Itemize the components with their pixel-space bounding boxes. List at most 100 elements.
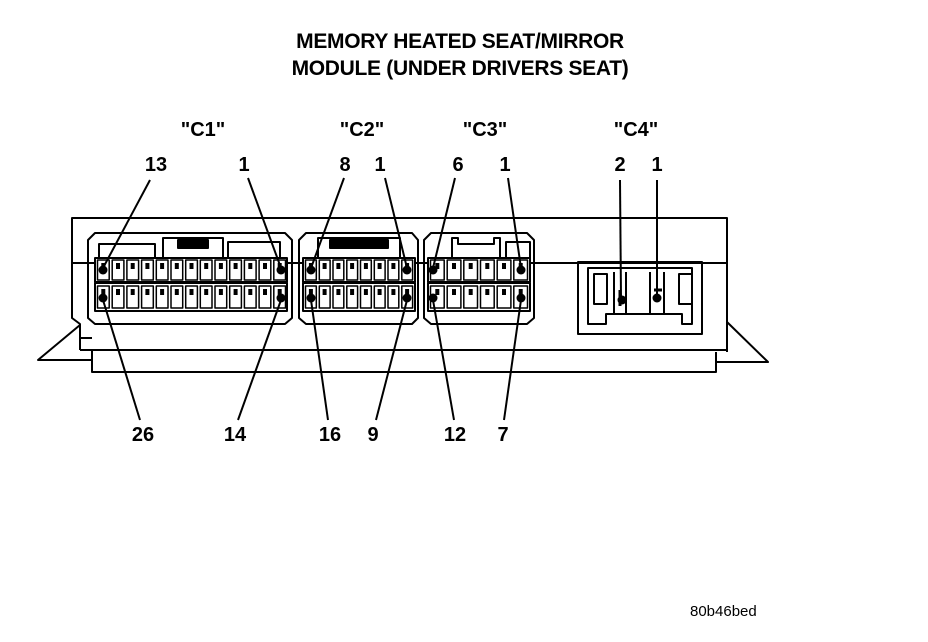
connector-c4 bbox=[577, 261, 703, 335]
diagram-title-line-2: MODULE (UNDER DRIVERS SEAT) bbox=[291, 57, 629, 80]
c1-cells-cavity bbox=[170, 259, 184, 281]
c2-cells-terminal bbox=[391, 289, 396, 295]
c3-cells-terminal bbox=[435, 289, 440, 295]
c2-cells-cavity bbox=[359, 285, 373, 309]
c2-pin-16-label: 16 bbox=[318, 424, 342, 446]
c4-pin-1-label: 1 bbox=[651, 154, 663, 176]
pin-dot bbox=[652, 293, 662, 303]
c1-cells-terminal bbox=[233, 263, 238, 269]
c1-cells-cavity bbox=[170, 285, 184, 309]
c3-cells-cavity bbox=[446, 285, 462, 309]
c2-cells-cavity bbox=[359, 259, 373, 281]
pin-leader-line bbox=[102, 299, 141, 421]
c1-cells-terminal bbox=[174, 289, 179, 295]
c1-cells-terminal bbox=[174, 263, 179, 269]
pin-dot bbox=[306, 293, 316, 303]
connector-c1 bbox=[87, 232, 293, 325]
c2-cells-cavity bbox=[346, 285, 359, 309]
c2-pin-8-label: 8 bbox=[339, 154, 351, 176]
pin-leader-line bbox=[384, 177, 408, 269]
c2-cells-terminal bbox=[363, 263, 368, 269]
module-housing bbox=[37, 217, 769, 373]
c1-cells-cavity bbox=[184, 259, 199, 281]
pin-leader-line bbox=[503, 299, 522, 421]
c1-cells-cavity bbox=[214, 259, 228, 281]
c3-cells-cavity bbox=[479, 285, 495, 309]
c2-cells-terminal bbox=[336, 289, 341, 295]
c1-cells-terminal bbox=[204, 289, 209, 295]
c1-cells-terminal bbox=[130, 263, 135, 269]
c2-cells-cavity bbox=[318, 285, 331, 309]
c1-cells-cavity bbox=[228, 259, 243, 281]
c3-cells-terminal bbox=[468, 289, 473, 295]
c1-cells-terminal bbox=[263, 263, 267, 269]
c1-cells-terminal bbox=[116, 289, 120, 295]
c2-pin-1-label: 1 bbox=[374, 154, 386, 176]
pin-dot bbox=[617, 295, 627, 305]
c2-cells-cavity bbox=[401, 259, 414, 281]
c1-cells-cavity bbox=[273, 285, 287, 309]
c2-pin-9-label: 9 bbox=[367, 424, 379, 446]
c3-cells-terminal bbox=[502, 263, 506, 269]
c1-cells-cavity bbox=[258, 259, 272, 281]
c1-cells-terminal bbox=[189, 263, 194, 269]
c1-cells-terminal bbox=[218, 289, 223, 295]
c2-cells-terminal bbox=[363, 289, 368, 295]
pin-leader-line bbox=[432, 177, 456, 269]
c1-cells-cavity bbox=[155, 285, 169, 309]
c1-cells-cavity bbox=[96, 259, 110, 281]
c3-pin-6-label: 6 bbox=[452, 154, 464, 176]
c2-cells-cavity bbox=[346, 259, 359, 281]
c1-cells-cavity bbox=[214, 285, 228, 309]
c1-cells-cavity bbox=[199, 285, 213, 309]
c1-cells-terminal bbox=[130, 289, 135, 295]
c3-pin-12-label: 12 bbox=[443, 424, 467, 446]
c1-cells-cavity bbox=[258, 285, 272, 309]
c1-cells-cavity bbox=[140, 285, 155, 309]
c1-cells-terminal bbox=[218, 263, 223, 269]
c2-cells-cavity bbox=[373, 285, 386, 309]
pin-dot bbox=[306, 265, 316, 275]
c1-cells-cavity bbox=[243, 285, 257, 309]
c1-cells-cavity bbox=[155, 259, 169, 281]
pin-markers bbox=[98, 265, 662, 305]
c1-cells-cavity bbox=[111, 259, 125, 281]
c1-cells-terminal bbox=[116, 263, 120, 269]
c2-cells-terminal bbox=[322, 289, 327, 295]
c2-cells-cavity bbox=[387, 285, 400, 309]
c1-cells-terminal bbox=[233, 289, 238, 295]
left-mounting-flange bbox=[37, 324, 92, 361]
c1-cells-terminal bbox=[145, 263, 150, 269]
c3-cells-terminal bbox=[518, 289, 523, 295]
pin-dot bbox=[276, 293, 286, 303]
c2-cells-terminal bbox=[336, 263, 341, 269]
c1-pin-cavities bbox=[96, 259, 287, 309]
c3-cells-cavity bbox=[446, 259, 462, 281]
c2-cells-terminal bbox=[350, 289, 355, 295]
c2-cells-cavity bbox=[332, 259, 345, 281]
c1-cells-cavity bbox=[140, 259, 155, 281]
c2-cells-cavity bbox=[332, 285, 345, 309]
pin-dot bbox=[428, 265, 438, 275]
c1-cells-terminal bbox=[248, 263, 253, 269]
c2-cells-cavity bbox=[304, 259, 318, 281]
c2-cells-terminal bbox=[322, 263, 327, 269]
pin-dot bbox=[402, 265, 412, 275]
connector-c4-label: "C4" bbox=[613, 119, 659, 141]
c1-cells-terminal bbox=[189, 289, 194, 295]
c1-pin-14-label: 14 bbox=[223, 424, 247, 446]
c3-cells-cavity bbox=[496, 259, 512, 281]
pin-dot bbox=[516, 293, 526, 303]
c3-cells-cavity bbox=[496, 285, 512, 309]
c2-cells-terminal bbox=[391, 263, 396, 269]
c3-cells-terminal bbox=[452, 263, 456, 269]
c3-pin-1-label: 1 bbox=[499, 154, 511, 176]
connector-c3 bbox=[423, 232, 535, 325]
c1-cells-cavity bbox=[96, 285, 110, 309]
c1-pin-13-label: 13 bbox=[144, 154, 168, 176]
c1-pin-1-label: 1 bbox=[238, 154, 250, 176]
c3-cells-terminal bbox=[502, 289, 506, 295]
c2-pin-cavities bbox=[304, 259, 414, 309]
connector-c1-label: "C1" bbox=[180, 119, 226, 141]
